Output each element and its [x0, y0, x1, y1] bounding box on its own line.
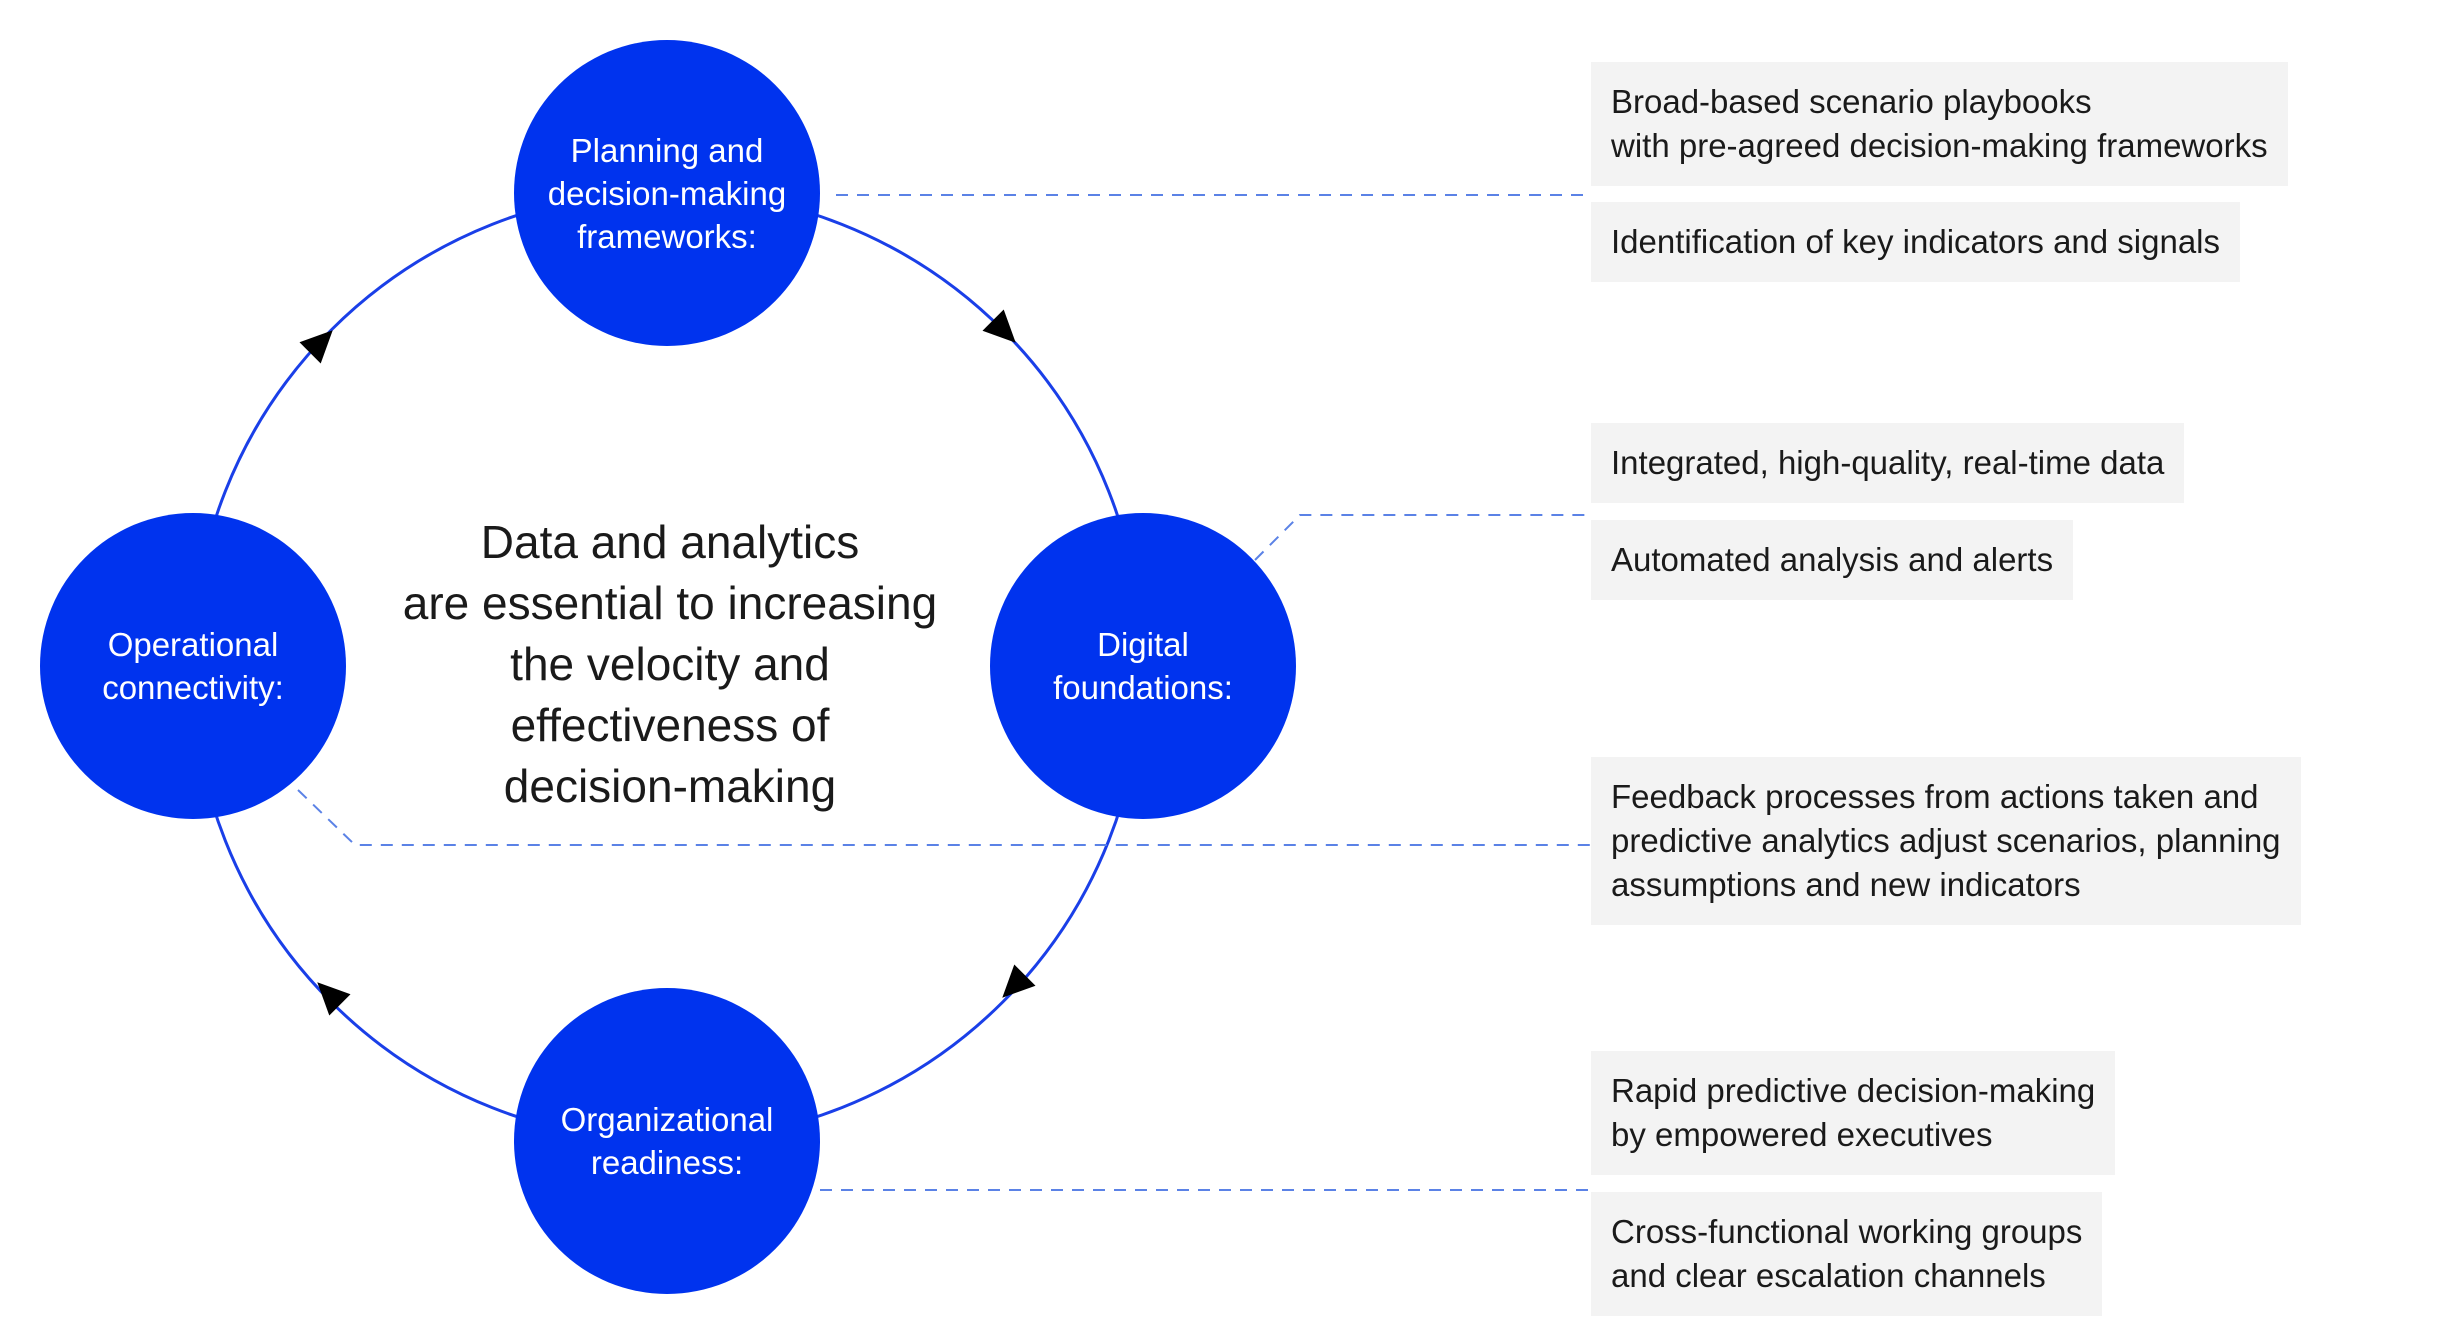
connector-operational	[297, 789, 1590, 846]
node-organizational-label: Organizational readiness:	[560, 1101, 774, 1181]
box-planning-indicators: Identification of key indicators and sig…	[1591, 202, 2241, 282]
node-planning-label: Planning and decision-making frameworks:	[547, 131, 787, 255]
arrow-top-right	[982, 309, 1016, 343]
arrow-bottom-right	[1002, 964, 1036, 998]
center-statement: Data and analytics are essential to incr…	[402, 516, 938, 812]
node-digital: Digital foundations:	[990, 513, 1296, 819]
node-planning: Planning and decision-making frameworks:	[514, 40, 820, 346]
connector-digital	[1254, 514, 1590, 561]
arrow-top-left	[299, 330, 333, 364]
box-organizational-executives: Rapid predictive decision-making by empo…	[1591, 1051, 2116, 1175]
node-operational-label: Operational connectivity:	[102, 626, 284, 706]
node-operational: Operational connectivity:	[40, 513, 346, 819]
arrow-bottom-left	[317, 982, 351, 1016]
box-planning-playbooks: Broad-based scenario playbooks with pre-…	[1591, 62, 2288, 186]
box-digital-alerts: Automated analysis and alerts	[1591, 520, 2074, 600]
node-organizational: Organizational readiness:	[514, 988, 820, 1294]
box-digital-data: Integrated, high-quality, real-time data	[1591, 423, 2185, 503]
box-organizational-groups: Cross-functional working groups and clea…	[1591, 1192, 2103, 1316]
box-operational-feedback: Feedback processes from actions taken an…	[1591, 757, 2301, 925]
node-digital-label: Digital foundations:	[1053, 626, 1233, 706]
